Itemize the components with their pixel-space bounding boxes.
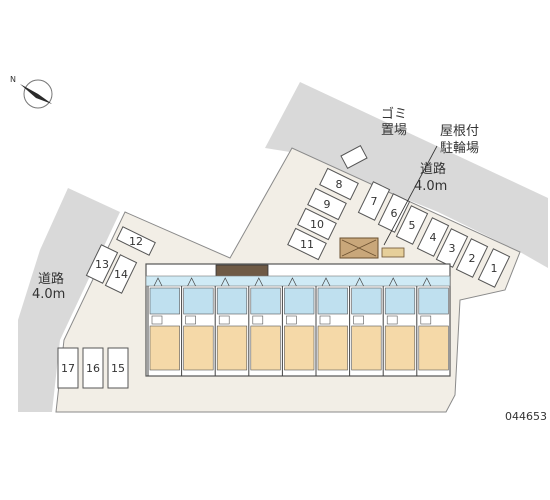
parking-space-box — [357, 181, 391, 221]
parking-number: 2 — [469, 252, 476, 265]
road-left-label-2: 4.0m — [32, 287, 65, 302]
parking-space-box — [287, 227, 327, 261]
parking-number: 10 — [310, 218, 324, 231]
unit — [181, 277, 214, 376]
parking-space-1 — [477, 248, 511, 288]
parking-number: 5 — [409, 219, 416, 232]
parking-number: 13 — [95, 258, 109, 271]
bike-shelter — [339, 237, 405, 259]
parking-space-box — [297, 207, 337, 241]
parking-number: 12 — [129, 235, 143, 248]
garbage-label-1: ゴミ — [381, 106, 407, 122]
roads — [18, 82, 548, 412]
garbage-area — [340, 144, 368, 170]
parking-space-box — [377, 193, 411, 233]
parking-space-3 — [435, 228, 469, 268]
unit — [248, 277, 281, 376]
parking-space-10 — [297, 207, 337, 241]
parking-number: 17 — [61, 362, 75, 375]
unit — [315, 277, 348, 376]
parking-space-box — [104, 254, 138, 294]
road-left — [18, 188, 120, 412]
parking-space-box — [395, 205, 429, 245]
parking-number: 6 — [391, 207, 398, 220]
parking-space-box — [319, 167, 359, 201]
units-layer — [147, 277, 449, 376]
unit — [281, 277, 315, 376]
labels: ゴミ 置場 屋根付 駐輪場 道路 4.0m 道路 4.0m 044653 — [32, 106, 547, 423]
parking-space-4 — [416, 217, 450, 257]
bike-label-1: 屋根付 — [440, 124, 479, 139]
parking-number: 14 — [114, 268, 128, 281]
drawing-code: 044653 — [505, 410, 547, 423]
road-left-label-1: 道路 — [38, 271, 64, 287]
parking-number: 11 — [300, 238, 314, 251]
parking-space-box — [107, 347, 129, 389]
parking-space-box — [477, 248, 511, 288]
parking-number: 4 — [430, 231, 437, 244]
compass-icon: N — [10, 75, 53, 109]
parking-space-box — [455, 238, 489, 278]
parking-space-box — [57, 347, 79, 389]
parking-space-5 — [395, 205, 429, 245]
road-top-label-1: 道路 — [420, 161, 446, 177]
road-top-label-2: 4.0m — [414, 179, 447, 194]
parking-number: 1 — [491, 262, 498, 275]
parking-space-box — [416, 217, 450, 257]
parking-space-6 — [377, 193, 411, 233]
bike-label-2: 駐輪場 — [440, 140, 479, 156]
parking-space-box — [85, 244, 119, 284]
parking-space-15 — [107, 347, 129, 389]
unit — [147, 277, 180, 376]
parking-space-13 — [85, 244, 119, 284]
parking-space-2 — [455, 238, 489, 278]
parking-space-11 — [287, 227, 327, 261]
parking-space-box — [116, 226, 156, 256]
parking-number: 15 — [111, 362, 125, 375]
parking-space-9 — [307, 187, 347, 221]
parking-space-8 — [319, 167, 359, 201]
parking-number: 3 — [449, 242, 456, 255]
road-top — [265, 82, 548, 268]
garbage-label-2: 置場 — [381, 123, 407, 138]
unit — [349, 277, 382, 376]
parking-space-box — [82, 347, 104, 389]
unit — [382, 277, 416, 376]
parking-number: 8 — [336, 178, 343, 191]
unit — [416, 277, 449, 376]
parking-space-7 — [357, 181, 391, 221]
parking-number: 7 — [371, 195, 378, 208]
svg-text:N: N — [10, 75, 16, 84]
parking-space-12 — [116, 226, 156, 256]
parking-space-16 — [82, 347, 104, 389]
unit — [214, 277, 248, 376]
parking-space-box — [435, 228, 469, 268]
parking-space-17 — [57, 347, 79, 389]
apartment-building — [145, 263, 451, 377]
parking-space-box — [307, 187, 347, 221]
parking-space-14 — [104, 254, 138, 294]
parking-number: 16 — [86, 362, 100, 375]
parking-number: 9 — [324, 198, 331, 211]
